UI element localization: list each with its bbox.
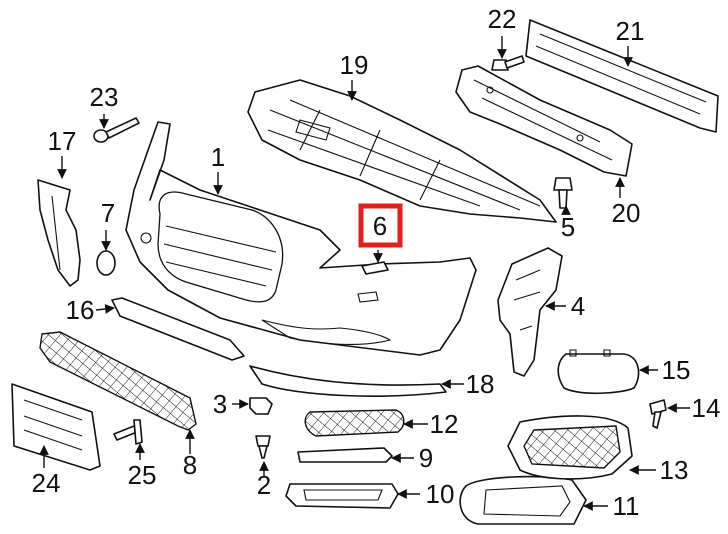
callout-8: 8 <box>183 450 197 480</box>
side-bracket <box>497 247 563 377</box>
callout-7: 7 <box>101 198 115 228</box>
callout-15: 15 <box>662 355 691 385</box>
bolt-22 <box>491 55 525 71</box>
bumper-cover <box>125 121 477 356</box>
stud-25 <box>113 419 143 445</box>
callout-20: 20 <box>612 198 641 228</box>
callout-3: 3 <box>213 389 227 419</box>
callout-10: 10 <box>426 479 455 509</box>
callout-24: 24 <box>32 468 61 498</box>
highlight-box <box>358 203 403 248</box>
callout-11: 11 <box>613 491 640 521</box>
energy-absorber <box>455 65 633 177</box>
callout-19: 19 <box>340 50 369 80</box>
reinforcement-bar <box>525 19 719 133</box>
lower-strip <box>111 297 245 361</box>
pin-23 <box>93 117 140 143</box>
callout-9: 9 <box>419 443 433 473</box>
leader-lines <box>39 36 690 511</box>
tow-hook-cover <box>361 261 389 275</box>
callout-21: 21 <box>616 16 645 46</box>
trim-strip <box>249 365 447 397</box>
callout-4: 4 <box>571 291 585 321</box>
bolt-5 <box>553 177 573 209</box>
push-pin-2 <box>255 435 271 459</box>
callout-23: 23 <box>90 82 119 112</box>
wheel-liner <box>37 179 81 287</box>
callout-12: 12 <box>430 409 459 439</box>
callout-6: 6 <box>373 211 387 241</box>
bezel-10 <box>285 483 399 509</box>
leader-16 <box>95 304 115 314</box>
callout-22: 22 <box>488 4 517 34</box>
license-bracket <box>11 383 101 471</box>
screw-14 <box>649 399 667 429</box>
callout-17: 17 <box>48 126 77 156</box>
callout-16: 16 <box>66 295 95 325</box>
callout-labels: 1 2 3 4 5 6 7 8 9 10 11 12 13 14 15 16 1… <box>32 4 721 521</box>
callout-2: 2 <box>257 470 271 500</box>
callout-14: 14 <box>692 393 721 423</box>
clip-3 <box>249 397 273 415</box>
fog-surround <box>459 475 587 525</box>
small-grille <box>304 409 405 437</box>
callout-1: 1 <box>211 142 225 172</box>
cap-7 <box>96 250 116 276</box>
callout-18: 18 <box>466 369 495 399</box>
callout-13: 13 <box>660 455 689 485</box>
under-tray <box>247 79 557 223</box>
callout-5: 5 <box>561 212 575 242</box>
fog-grille <box>507 415 633 480</box>
molding-9 <box>297 447 393 463</box>
lamp-cover <box>557 349 640 395</box>
callout-25: 25 <box>128 460 157 490</box>
